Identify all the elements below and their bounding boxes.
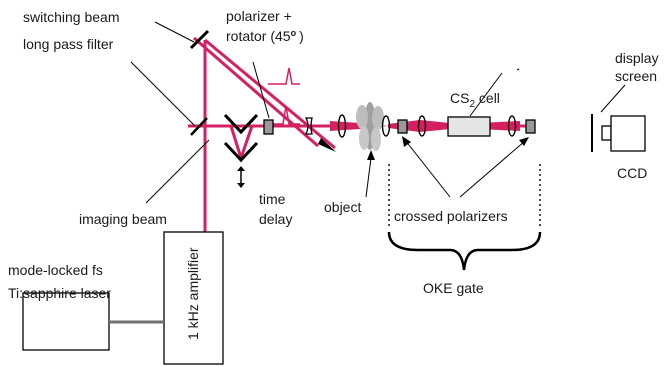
long-pass-filter-icon [190,117,208,136]
cell-input-lens [417,115,427,137]
label-amplifier: 1 kHz amplifier [185,247,201,340]
label-crossed-polarizers: crossed polarizers [394,208,508,224]
crossed-polarizer-1 [397,119,408,134]
label-ccd: CCD [617,165,647,181]
label-cs2-cell: CS2 cell [450,90,500,110]
imaging-beam-delay-path [188,124,268,163]
switching-beam-arrowhead [318,138,336,152]
amplifier-box [163,231,224,365]
delay-return-mirror [223,141,259,163]
delay-arrow-up [237,166,245,171]
polarizer-rotator-element [263,119,274,135]
oke-gate-brace [387,231,542,271]
label-time-line2: delay [259,211,292,227]
object-specimen [356,102,384,151]
delay-retroreflector [223,113,259,135]
cell-output-lens [507,115,517,137]
delay-arrow-down [237,183,245,188]
label-polarizer-line2: rotator (45o) [226,28,304,44]
switching-beam-arrow [318,138,336,152]
crossed-polarizer-2 [525,119,536,134]
collection-lens [381,115,391,137]
ccd-camera [610,115,646,152]
laser-box [22,292,110,351]
label-long-pass-filter: long pass filter [23,36,114,52]
switching-pulse-icon [268,67,300,85]
ccd-lens [601,125,612,141]
focusing-lens [337,114,347,138]
imaging-pulse-icon [268,105,300,125]
label-laser-line1: mode-locked fs [8,262,103,278]
cs2-cell [447,116,491,137]
label-laser-line2: Ti:sapphire laser [8,285,111,301]
label-display-line2: screen [615,68,657,84]
label-oke-gate: OKE gate [423,280,484,296]
switching-beam-path [204,38,336,150]
label-display-line1: display [615,50,659,66]
label-imaging-beam: imaging beam [79,211,167,227]
label-switching-beam: switching beam [23,9,120,25]
switching-mirror [189,29,210,50]
label-polarizer-line1: polarizer + [226,8,292,24]
pointer-lines [130,21,626,226]
switching-beam-to-sample [193,36,319,148]
label-object: object [324,199,361,215]
label-time-line1: time [259,191,286,207]
lens-1 [304,117,313,135]
